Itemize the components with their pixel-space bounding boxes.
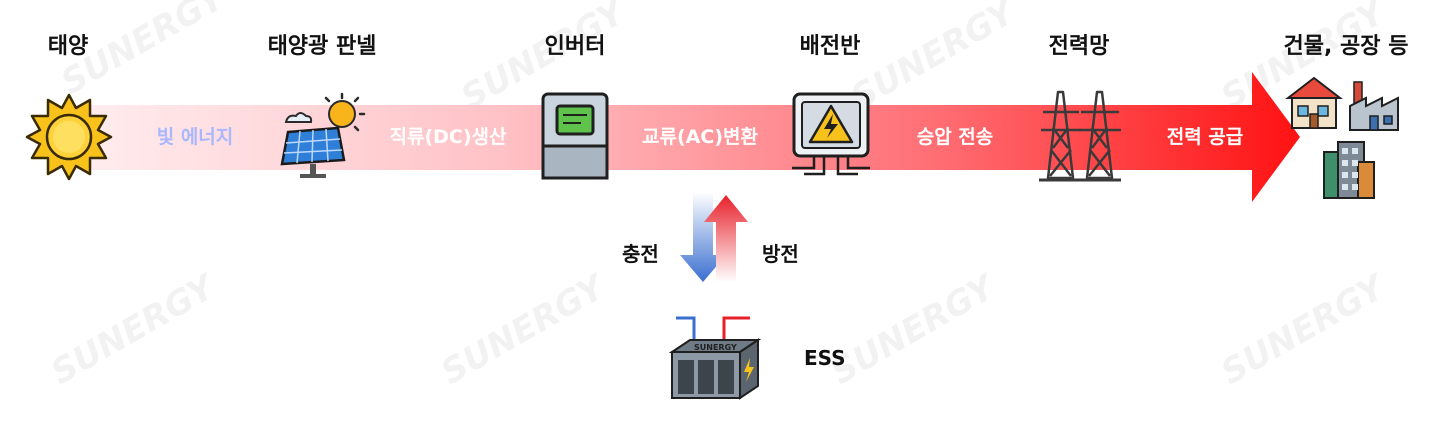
ess-battery-icon: SUNERGY xyxy=(668,316,762,400)
stage-title-sun: 태양 xyxy=(47,34,89,59)
stage-title-buildings: 건물, 공장 등 xyxy=(1283,34,1409,59)
inverter-icon xyxy=(541,92,609,180)
buildings-icon xyxy=(1285,76,1399,199)
charge-arrow xyxy=(680,192,726,282)
sun-icon xyxy=(25,93,113,181)
stage-title-switchboard: 배전반 xyxy=(799,34,861,59)
stage-title-grid: 전력망 xyxy=(1048,34,1110,59)
switchboard-icon xyxy=(792,92,870,176)
stage-title-panel: 태양광 판넬 xyxy=(267,34,377,59)
ess-device-text: SUNERGY xyxy=(694,343,737,352)
stage-title-inverter: 인버터 xyxy=(544,34,606,59)
main-arrow-shape xyxy=(70,72,1300,202)
flow-label-light: 빛 에너지 xyxy=(156,126,234,148)
solar-panel-icon xyxy=(280,92,366,178)
flow-label-stepup: 승압 전송 xyxy=(916,126,994,148)
flow-label-supply: 전력 공급 xyxy=(1166,126,1244,148)
flow-label-ac: 교류(AC)변환 xyxy=(642,126,758,148)
charge-label: 충전 xyxy=(622,242,659,266)
transmission-tower-icon xyxy=(1039,90,1121,182)
discharge-label: 방전 xyxy=(762,242,799,266)
ess-label: ESS xyxy=(804,346,846,370)
discharge-arrow xyxy=(704,195,748,282)
flow-label-dc: 직류(DC)생산 xyxy=(389,126,507,148)
